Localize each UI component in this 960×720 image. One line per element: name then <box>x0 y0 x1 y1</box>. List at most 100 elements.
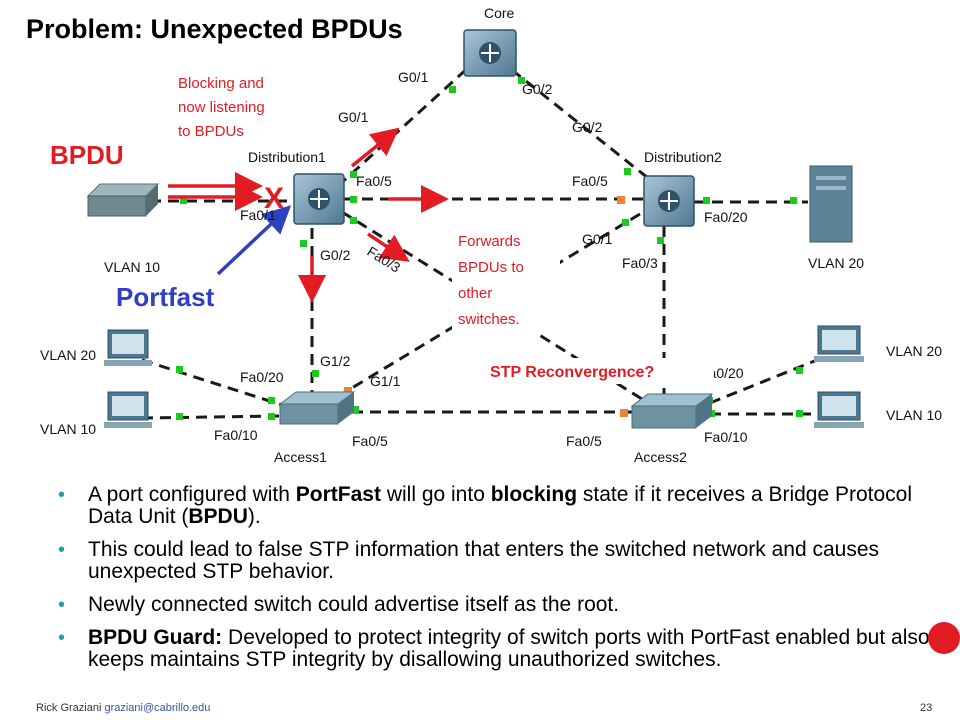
bullet-text: Newly connected switch could advertise i… <box>88 593 620 616</box>
rogue-switch-icon <box>86 183 160 217</box>
blocking-note-line: to BPDUs <box>178 123 244 140</box>
core-switch-icon <box>463 29 517 77</box>
blocking-note-line: Blocking and <box>178 75 264 92</box>
label-pc-rb-vlan: VLAN 10 <box>886 407 942 423</box>
port-label: G0/1 <box>398 69 429 85</box>
port-block <box>344 387 352 395</box>
label-access2: Access2 <box>634 449 687 465</box>
port-up <box>352 406 359 413</box>
distribution1-switch-icon <box>293 173 345 225</box>
distribution2-switch-icon <box>643 175 695 227</box>
access2-switch-icon <box>630 393 714 429</box>
label-distribution1: Distribution1 <box>248 149 326 165</box>
label-server-vlan: VLAN 20 <box>808 255 864 271</box>
port-label: Fa0/1 <box>240 207 276 223</box>
bullet-text: A port configured with <box>88 483 296 506</box>
port-block <box>620 409 628 417</box>
port-up <box>657 237 664 244</box>
footer-email[interactable]: graziani@cabrillo.edu <box>104 702 211 714</box>
port-up <box>180 197 187 204</box>
port-label: Fa0/5 <box>566 433 602 449</box>
bullet-text-bold: BPDU <box>188 505 248 528</box>
port-label: Fa0/5 <box>356 173 392 189</box>
block-x-mark: X <box>264 182 284 215</box>
slide-title: Problem: Unexpected BPDUs <box>26 14 403 44</box>
forwards-note: Forwards BPDUs to other switches. <box>458 233 524 328</box>
forwards-note-line: other <box>458 285 492 302</box>
bpdu-label: BPDU <box>50 140 124 170</box>
bullet-text: will go into <box>380 483 491 506</box>
blocking-note-line: now listening <box>178 99 265 116</box>
record-indicator <box>928 622 960 654</box>
reconvergence-label: STP Reconvergence? <box>490 364 654 381</box>
blocking-note: Blocking and now listening to BPDUs <box>178 75 265 140</box>
port-up <box>622 219 629 226</box>
label-pc-lb-vlan: VLAN 10 <box>40 421 96 437</box>
port-label: Fa0/3 <box>622 255 658 271</box>
pc-icon <box>814 391 864 428</box>
label-access1: Access1 <box>274 449 327 465</box>
portfast-label: Portfast <box>116 282 215 312</box>
port-label: G0/2 <box>572 119 603 135</box>
bullet-text: ). <box>247 505 261 528</box>
server-icon <box>809 165 853 243</box>
arrow-to-core <box>350 127 400 168</box>
portfast-arrow <box>216 205 292 276</box>
link-pc-lt-access1 <box>141 358 283 407</box>
port-up <box>449 86 456 93</box>
forwards-note-line: Forwards <box>458 233 521 250</box>
port-up <box>350 196 357 203</box>
arrow-to-access2 <box>367 232 410 262</box>
bullet-item: This could lead to false STP information… <box>58 539 938 583</box>
port-up <box>312 370 319 377</box>
link-core-d2 <box>511 68 649 180</box>
port-up <box>796 410 803 417</box>
port-up <box>268 397 275 404</box>
port-up <box>350 217 357 224</box>
port-up <box>300 240 307 247</box>
port-up <box>268 413 275 420</box>
port-up <box>790 197 797 204</box>
port-label: G0/1 <box>582 231 613 247</box>
label-distribution2: Distribution2 <box>644 149 722 165</box>
pc-icon <box>104 391 152 428</box>
forwards-note-line: switches. <box>458 311 520 328</box>
link-access2-pc-rt <box>709 356 823 405</box>
forwards-note-line: BPDUs to <box>458 259 524 276</box>
bullet-list: A port configured with PortFast will go … <box>58 484 938 682</box>
network-diagram: Core Distribution1 Distribution2 Access1… <box>40 5 942 465</box>
bullet-item: BPDU Guard: Developed to protect integri… <box>58 627 938 671</box>
port-label: G1/2 <box>320 353 351 369</box>
label-rogue-vlan: VLAN 10 <box>104 259 160 275</box>
port-up <box>176 413 183 420</box>
pc-icon <box>104 329 152 366</box>
port-up <box>350 171 357 178</box>
bullet-text: state if it receives a Bridge Protocol D… <box>88 483 913 528</box>
port-label: G0/2 <box>522 81 553 97</box>
label-core: Core <box>484 5 515 21</box>
pc-icon <box>814 325 864 362</box>
port-label: G0/1 <box>338 109 369 125</box>
port-block <box>617 196 625 204</box>
port-label: Fa0/10 <box>214 427 258 443</box>
bullet-text: This could lead to false STP information… <box>88 538 880 583</box>
link-d2-access1 <box>341 212 641 396</box>
link-pc-lb-access1 <box>141 414 281 420</box>
page-number: 23 <box>920 702 933 714</box>
bullet-text-bold: BPDU Guard: <box>88 626 223 649</box>
bullet-item: A port configured with PortFast will go … <box>58 484 938 528</box>
port-label: Fa0/5 <box>352 433 388 449</box>
port-up <box>176 366 183 373</box>
bpdu-arrows <box>168 127 449 303</box>
port-up <box>518 77 525 84</box>
bullet-text: Developed to protect integrity of switch… <box>88 626 930 671</box>
port-label: Fa0/3 <box>364 243 403 276</box>
bullet-text-bold: PortFast <box>295 483 381 506</box>
port-label: G1/1 <box>370 373 401 389</box>
footer: Rick Graziani graziani@cabrillo.edu <box>36 702 210 714</box>
label-pc-lt-vlan: VLAN 20 <box>40 347 96 363</box>
label-pc-rt-vlan: VLAN 20 <box>886 343 942 359</box>
bullet-text-bold: blocking <box>490 483 578 506</box>
port-up <box>624 168 631 175</box>
